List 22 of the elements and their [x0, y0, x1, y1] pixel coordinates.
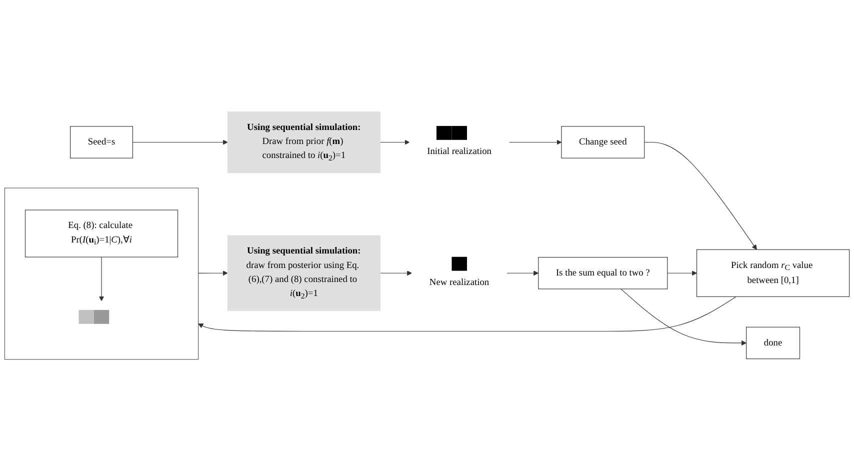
node-text: Initial realization: [427, 146, 492, 156]
node-box: Change seed: [561, 126, 645, 158]
node-box: Pick random r$_{C}$ value between [0,1]: [696, 249, 850, 297]
node-box: Eq. (8): calculate Pr(I(u$_{i}$)=1|C),∀i: [24, 210, 178, 258]
arrow: [98, 256, 104, 302]
arrow: [380, 270, 412, 276]
node-text: New realization: [429, 277, 490, 288]
arrow: [380, 140, 410, 145]
arrow: [506, 270, 539, 276]
arrow: [667, 270, 697, 276]
node-box: Is the sum equal to two ?: [538, 256, 668, 290]
arrow: [644, 142, 757, 250]
node-box: Using sequential simulation: draw from posterior using Eq. (6),(7) and (8) constrained to i(u$_{2}$)=1: [227, 235, 380, 311]
node-box: Using sequential simulation: Draw from prior f(m) constrained to i(u$_{2}$)=1: [227, 111, 380, 174]
arrow: [620, 288, 747, 346]
arrow: [508, 140, 562, 145]
arrow: [198, 270, 228, 276]
arrow: [198, 296, 737, 332]
cluster: [4, 188, 199, 360]
arrow: [132, 140, 228, 145]
node-box: Seed=s: [70, 126, 133, 158]
node-box: done: [746, 326, 800, 360]
